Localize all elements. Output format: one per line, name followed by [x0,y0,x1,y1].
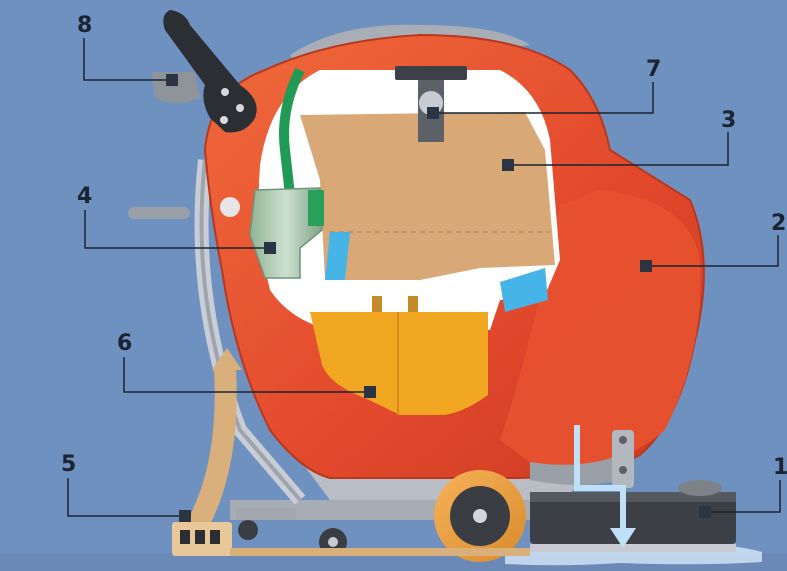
callout-number-3: 3 [721,108,736,133]
handle-bolt-1 [221,88,229,96]
brush-deck [530,492,736,544]
water-pocket-right [500,268,548,312]
callout-number-8: 8 [77,13,92,38]
water-flow-arrowhead [610,528,636,548]
callout-number-1: 1 [773,455,787,480]
marker-3 [502,159,514,171]
squeegee-slot-1 [180,530,190,544]
leader-8 [83,38,172,81]
battery-post-1 [372,296,382,312]
brush-pad [530,544,736,552]
battery-post-2 [408,296,418,312]
main-wheel-hub [473,509,487,523]
leader-5 [67,478,185,517]
marker-2 [640,260,652,272]
leader-6 [123,357,370,393]
handle-bolt-2 [236,104,244,112]
brush-mount [612,430,634,488]
handle-bolt-3 [220,116,228,124]
marker-8 [166,74,178,86]
recovery-hose-arrow [212,348,242,370]
leader-2 [646,235,779,267]
caster-wheel [238,520,258,540]
callout-number-7: 7 [646,57,661,82]
callout-number-4: 4 [77,184,92,209]
filler-cap-top [395,66,467,80]
recovery-hose [189,359,237,531]
marker-6 [364,386,376,398]
callout-number-5: 5 [61,452,76,477]
squeegee-link [230,548,530,556]
rear-wheel-hub [328,537,338,547]
callout-number-6: 6 [117,331,132,356]
brush-mount-bolt-1 [619,436,627,444]
caster-bracket [236,508,296,520]
side-lever [128,207,190,219]
squeegee-slot-2 [195,530,205,544]
water-pocket-left [325,232,350,280]
marker-1 [699,506,711,518]
marker-5 [179,510,191,522]
suction-hose [279,67,305,196]
marker-7 [427,107,439,119]
brush-mount-bolt-2 [619,466,627,474]
callout-number-2: 2 [771,211,786,236]
leader-4 [84,210,270,249]
motor-cap [308,190,324,226]
callouts [67,38,781,517]
water-flow-arrow [574,425,626,530]
clean-water-tank [300,112,555,280]
marker-4 [264,242,276,254]
brush-motor [678,480,722,496]
body-pivot [220,197,240,217]
steering-handle [163,10,257,133]
leader-1 [705,480,781,513]
leader-7 [433,82,654,114]
leader-3 [508,132,729,166]
brush-deck-top [530,492,736,502]
squeegee-slot-3 [210,530,220,544]
